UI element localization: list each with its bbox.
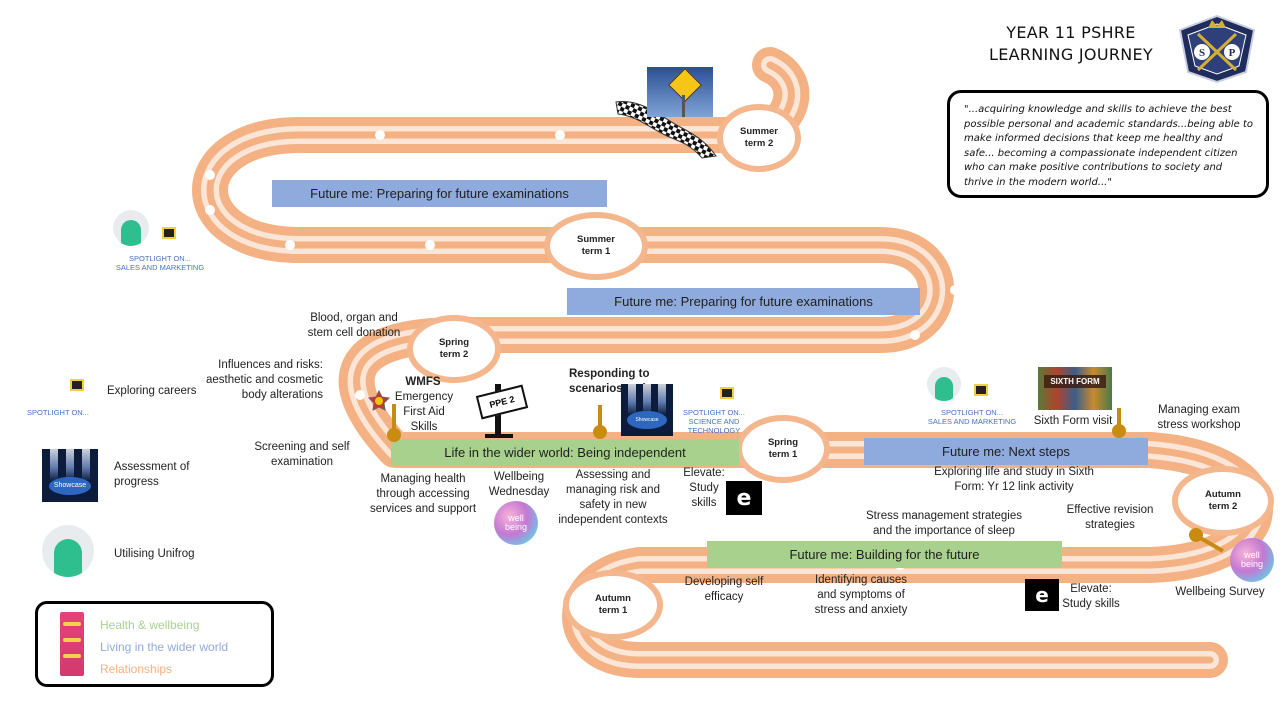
- banner-future-exams-mid: Future me: Preparing for future examinat…: [567, 288, 920, 315]
- unifrog-key-icon: [42, 525, 94, 577]
- key-unifrog: Utilising Unifrog: [114, 548, 195, 560]
- legend: Health & wellbeing Living in the wider w…: [35, 601, 274, 687]
- term-spring-2: Spring term 2: [407, 315, 501, 383]
- topic-assessing-risk: Assessing and managing risk and safety i…: [558, 469, 668, 526]
- topic-blood-organ: Blood, organ and stem cell donation: [307, 312, 401, 339]
- legend-wider: Living in the wider world: [100, 640, 229, 654]
- milestone-pin: [593, 405, 607, 439]
- term-summer-1: Summer term 1: [544, 212, 648, 280]
- spotlight-lamp-icon: [720, 387, 734, 399]
- topic-first-aid: Emergency First Aid Skills: [394, 391, 454, 433]
- topic-wmfs: WMFS: [405, 376, 441, 388]
- banner-wider-world: Life in the wider world: Being independe…: [391, 439, 739, 466]
- spotlight-lamp-icon: [974, 384, 988, 396]
- key-assessment: Assessment of progress: [114, 461, 190, 488]
- spotlight-lamp-icon: [70, 379, 84, 391]
- topic-stress-causes: Identifying causes and symptoms of stres…: [814, 574, 908, 616]
- milestone-pin: [1112, 408, 1126, 438]
- topic-revision: Effective revision strategies: [1066, 504, 1154, 531]
- topic-screening: Screening and self examination: [254, 441, 350, 468]
- unifrog-icon: [113, 210, 149, 246]
- sixth-form-image: SIXTH FORM: [1038, 367, 1112, 410]
- milestone-pin-head: [1189, 528, 1203, 542]
- topic-elevate-study-1: Elevate: Study skills: [683, 467, 725, 509]
- spotlight-science-technology: SPOTLIGHT ON... SCIENCE AND TECHNOLOGY: [683, 408, 745, 435]
- topic-managing-health: Managing health through accessing servic…: [369, 473, 477, 515]
- next-big-thing-sign-icon: [647, 67, 713, 117]
- topic-self-efficacy: Developing self efficacy: [684, 576, 764, 603]
- spotlight-careers: SPOTLIGHT ON...: [27, 408, 89, 417]
- topic-elevate-study-2: Elevate: Study skills: [1062, 583, 1120, 610]
- elevate-logo-icon: e: [726, 481, 762, 515]
- topic-exam-stress: Managing exam stress workshop: [1157, 404, 1241, 431]
- term-summer-2: Summer term 2: [717, 104, 801, 172]
- topic-sixth-form-visit: Sixth Form visit: [1033, 415, 1113, 427]
- fire-service-emblem-icon: [368, 390, 390, 411]
- topic-stress-sleep: Stress management strategies and the imp…: [866, 510, 1022, 537]
- unifrog-icon: [927, 367, 961, 401]
- spotlight-sales-marketing-1: SPOTLIGHT ON... SALES AND MARKETING: [115, 254, 205, 272]
- term-spring-1: Spring term 1: [736, 415, 830, 483]
- showcase-key-icon: Showcase: [42, 449, 98, 502]
- school-crest-icon: S P: [1178, 14, 1256, 84]
- mission-quote: "...acquiring knowledge and skills to ac…: [947, 90, 1269, 198]
- elevate-logo-icon: e: [1025, 579, 1059, 611]
- svg-text:S: S: [1199, 47, 1205, 59]
- wellbeing-icon: well being: [494, 501, 538, 545]
- banner-building-future: Future me: Building for the future: [707, 541, 1062, 568]
- topic-wellbeing-survey: Wellbeing Survey: [1175, 586, 1265, 598]
- milestone-pin: [387, 404, 401, 442]
- legend-ribbon-icon: [60, 612, 84, 676]
- legend-relationships: Relationships: [100, 662, 173, 676]
- key-exploring-careers: Exploring careers: [107, 385, 197, 397]
- svg-text:P: P: [1229, 47, 1236, 59]
- page-title: YEAR 11 PSHRE LEARNING JOURNEY: [988, 23, 1154, 64]
- showcase-icon: Showcase: [621, 384, 673, 436]
- banner-next-steps: Future me: Next steps: [864, 438, 1148, 465]
- wellbeing-icon: well being: [1230, 538, 1274, 582]
- topic-exploring-life: Exploring life and study in Sixth Form: …: [934, 466, 1094, 493]
- term-autumn-1: Autumn term 1: [563, 570, 663, 640]
- topic-wellbeing-wednesday: Wellbeing Wednesday: [488, 471, 550, 498]
- ppe-signpost-base: [485, 434, 513, 438]
- spotlight-sales-marketing-2: SPOTLIGHT ON... SALES AND MARKETING: [927, 408, 1017, 426]
- banner-future-exams-top: Future me: Preparing for future examinat…: [272, 180, 607, 207]
- legend-health: Health & wellbeing: [100, 618, 200, 632]
- term-autumn-2: Autumn term 2: [1172, 466, 1274, 536]
- topic-influences: Influences and risks: aesthetic and cosm…: [206, 359, 323, 401]
- spotlight-lamp-icon: [162, 227, 176, 239]
